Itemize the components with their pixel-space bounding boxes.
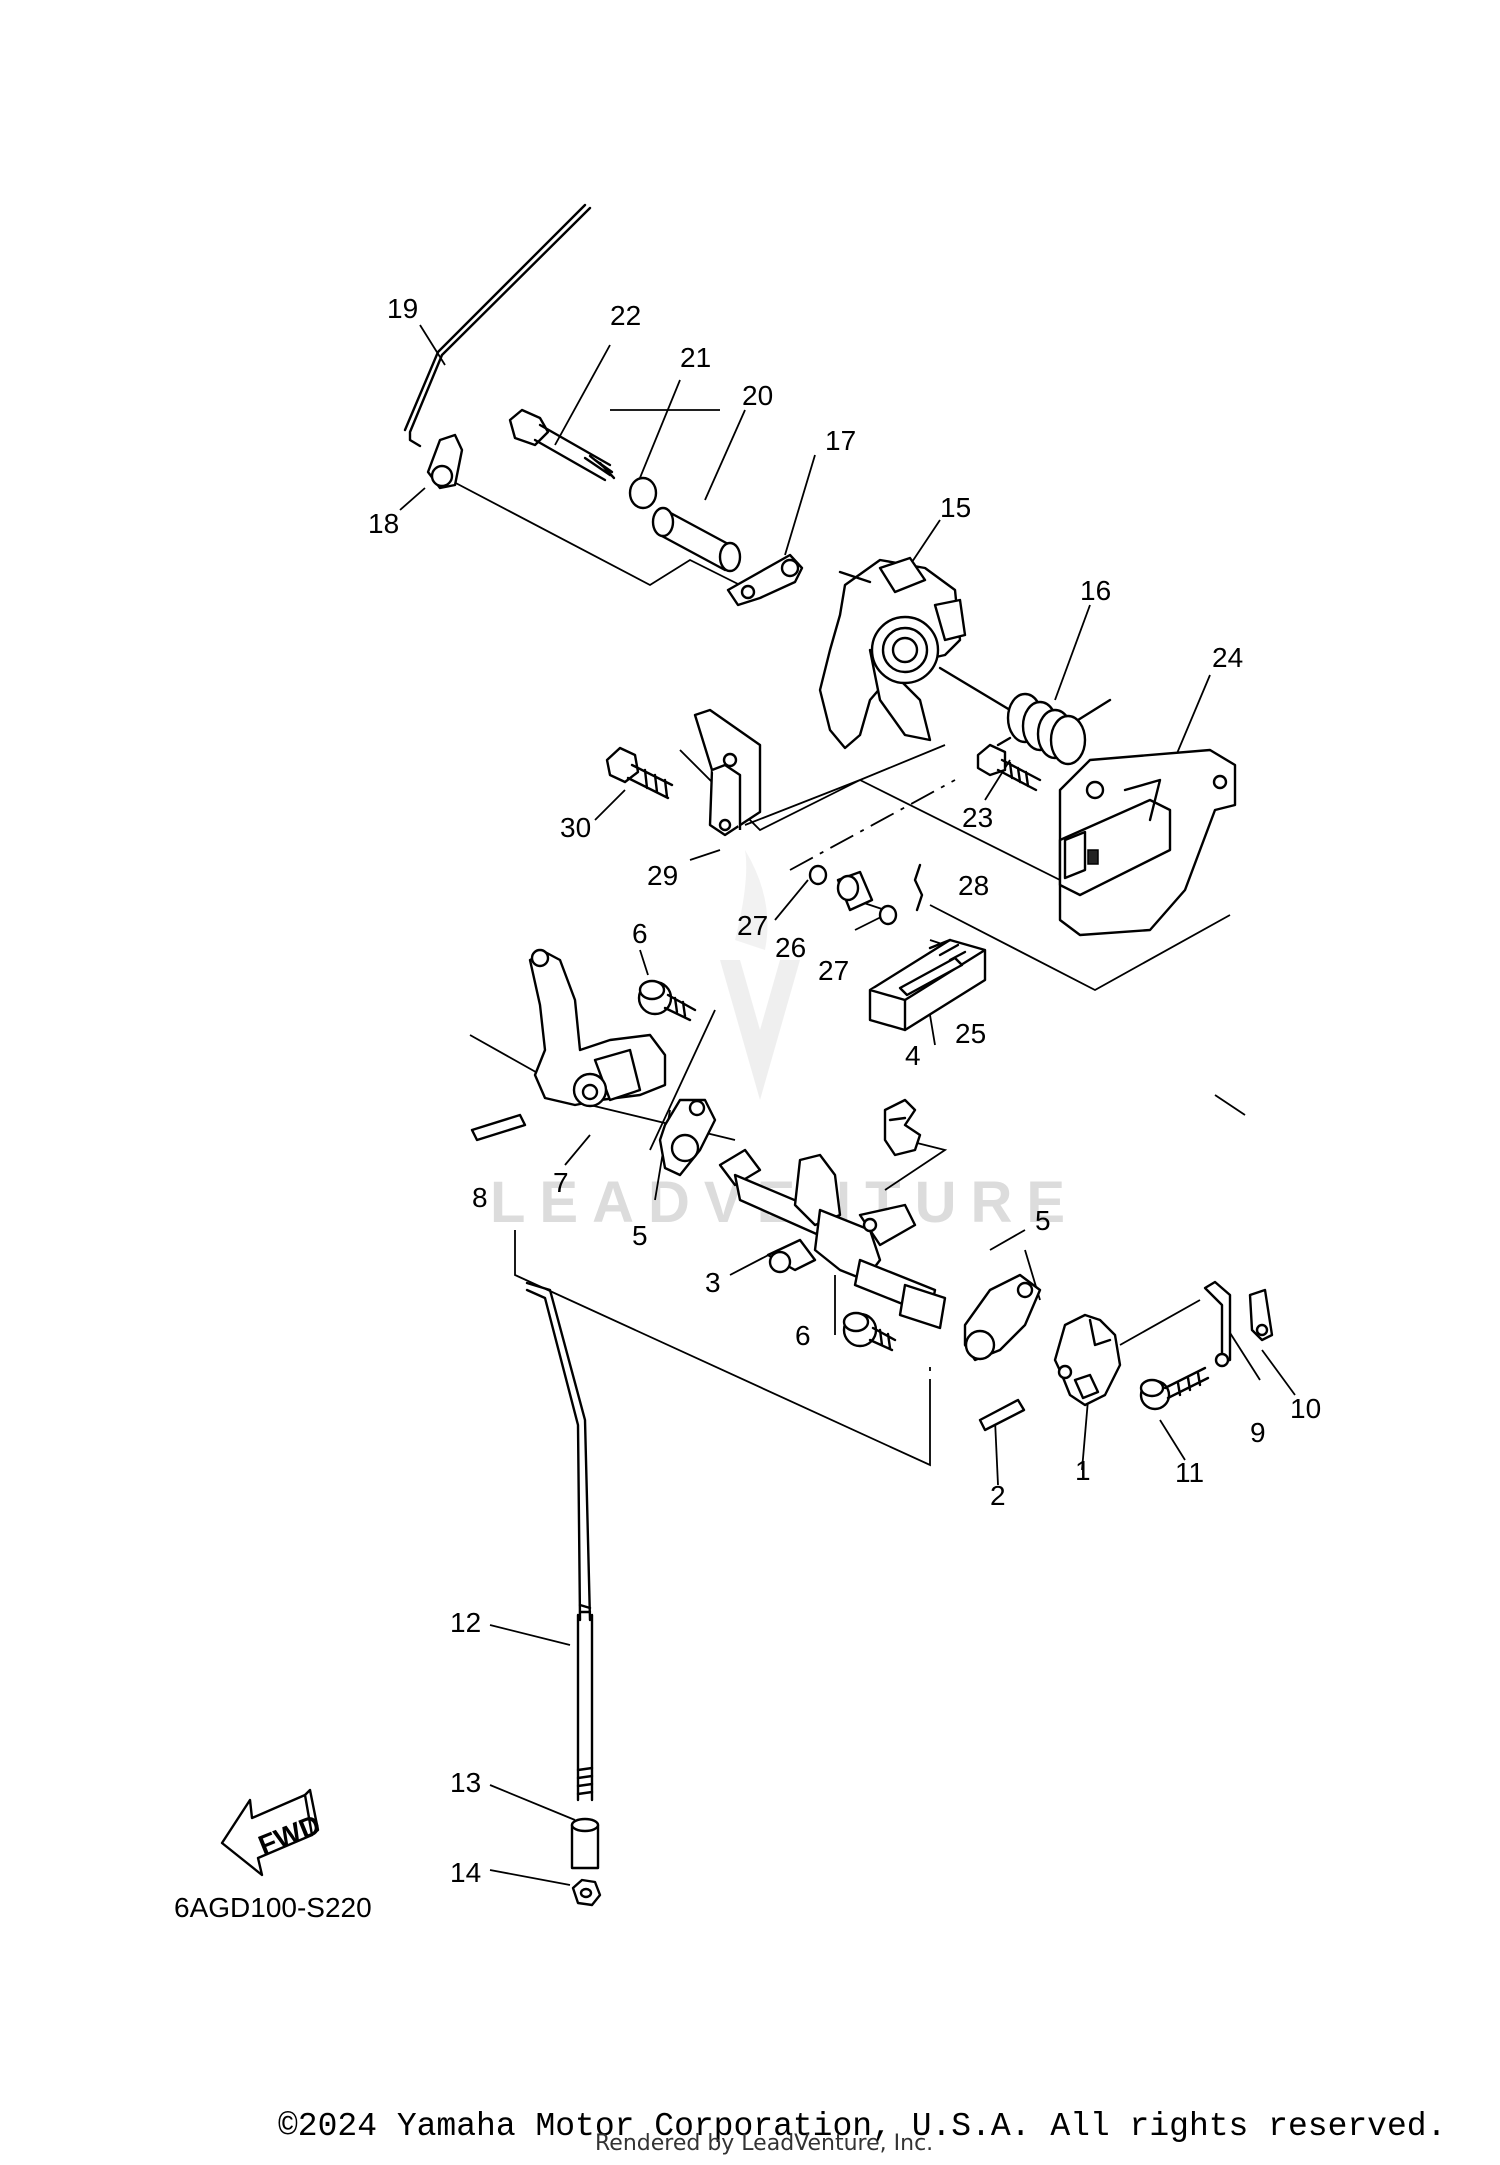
callout-6b: 6 — [795, 1320, 811, 1351]
part-3-shift-shaft — [718, 1148, 947, 1330]
part-24-bracket — [1058, 748, 1237, 937]
callout-13: 13 — [450, 1767, 481, 1798]
callout-26: 26 — [775, 932, 806, 963]
part-26-collar — [836, 870, 874, 912]
callout-20: 20 — [742, 380, 773, 411]
part-6-bolt — [842, 1311, 897, 1352]
part-10-tab — [1248, 1288, 1274, 1342]
leader-lines — [399, 324, 1296, 1886]
part-16-spring — [938, 666, 1112, 766]
part-6-bolt — [637, 979, 697, 1022]
part-15-throttle-cam — [818, 556, 967, 750]
callout-29: 29 — [647, 860, 678, 891]
assembly-lines — [449, 479, 1231, 1467]
callout-4: 4 — [905, 1040, 921, 1071]
part-28-pin — [913, 863, 924, 912]
callout-27: 27 — [737, 910, 768, 941]
callout-15: 15 — [940, 492, 971, 523]
part-5-cam — [658, 1098, 717, 1177]
part-11-bolt — [1139, 1366, 1210, 1411]
callout-12: 12 — [450, 1607, 481, 1638]
part-27-washer — [808, 864, 828, 886]
part-4-clip — [883, 1098, 922, 1157]
part-25-slide-block — [868, 938, 987, 1032]
part-9-plate — [1203, 1280, 1232, 1368]
callout-19: 19 — [387, 293, 418, 324]
callout-25: 25 — [955, 1018, 986, 1049]
callout-5b: 5 — [1035, 1205, 1051, 1236]
callout-23: 23 — [962, 802, 993, 833]
callout-9: 9 — [1250, 1417, 1266, 1448]
callout-10: 10 — [1290, 1393, 1321, 1424]
fwd-arrow-icon: FWD — [220, 1788, 325, 1877]
part-2-pin — [978, 1398, 1026, 1432]
callout-14: 14 — [450, 1857, 481, 1888]
part-14-nut — [571, 1878, 602, 1907]
callout-1: 1 — [1075, 1455, 1091, 1486]
callout-27b: 27 — [818, 955, 849, 986]
callout-30: 30 — [560, 812, 591, 843]
part-29-bracket — [693, 708, 762, 837]
part-1-lever — [1053, 1313, 1122, 1407]
part-22-bolt — [508, 408, 616, 482]
part-21-washer — [628, 476, 658, 510]
part-19-throttle-rod — [403, 203, 592, 448]
diagram-code: 6AGD100-S220 — [174, 1892, 372, 1923]
rendered-by-notice: Rendered by LeadVenture, Inc. — [595, 2131, 934, 2156]
callout-16: 16 — [1080, 575, 1111, 606]
callout-11: 11 — [1175, 1457, 1204, 1488]
callout-18: 18 — [368, 508, 399, 539]
part-17-link — [726, 553, 804, 607]
callout-numbers: 19 22 21 20 17 15 16 24 18 23 30 29 28 2… — [368, 293, 1321, 1888]
part-30-bolt — [605, 746, 674, 800]
part-12-shift-rod — [525, 1281, 594, 1802]
part-7-shift-lever — [528, 948, 667, 1108]
callout-17: 17 — [825, 425, 856, 456]
callout-7: 7 — [553, 1167, 569, 1198]
callout-3: 3 — [705, 1267, 721, 1298]
part-20-collar — [651, 506, 742, 573]
watermark-logo — [720, 850, 800, 1100]
part-27-washer — [878, 904, 898, 926]
callout-22: 22 — [610, 300, 641, 331]
part-18-rod-joint — [426, 433, 464, 490]
callout-5: 5 — [632, 1220, 648, 1251]
part-5-cam — [963, 1273, 1042, 1362]
callout-21: 21 — [680, 342, 711, 373]
part-23-screw — [976, 743, 1042, 792]
callout-8: 8 — [472, 1182, 488, 1213]
part-13-collar — [570, 1817, 600, 1870]
callout-28: 28 — [958, 870, 989, 901]
copyright-notice: ©2024 Yamaha Motor Corporation, U.S.A. A… — [278, 2108, 1447, 2145]
callout-6: 6 — [632, 918, 648, 949]
callout-24: 24 — [1212, 642, 1243, 673]
part-8-pin — [470, 1113, 527, 1142]
callout-2: 2 — [990, 1480, 1006, 1511]
